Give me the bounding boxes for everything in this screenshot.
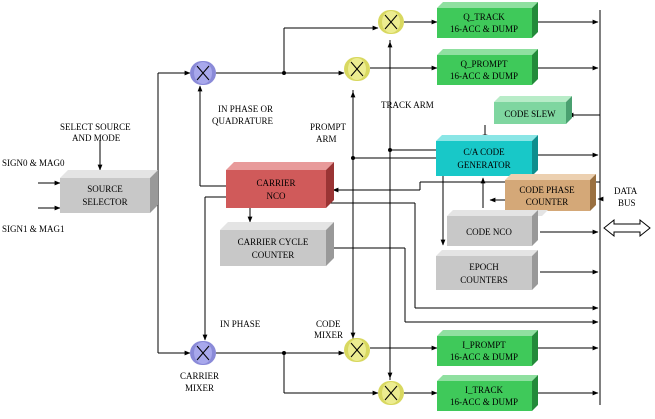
source-selector-block: SOURCE SELECTOR bbox=[60, 170, 158, 213]
carrier-nco-block: CARRIER NCO bbox=[226, 162, 334, 208]
sign1-label: SIGN1 & MAG1 bbox=[2, 224, 65, 234]
q-track-code-mixer bbox=[378, 10, 404, 34]
q-track-line2: 16-ACC & DUMP bbox=[450, 24, 518, 34]
in-phase-label: IN PHASE bbox=[220, 319, 261, 329]
wires bbox=[38, 10, 604, 405]
source-selector-line1: SOURCE bbox=[87, 184, 123, 194]
epoch-counters-line2: COUNTERS bbox=[460, 275, 508, 285]
code-nco-label: CODE NCO bbox=[466, 227, 512, 237]
i-prompt-line2: 16-ACC & DUMP bbox=[450, 352, 518, 362]
select-source-line2: AND MODE bbox=[72, 133, 121, 143]
code-mixer-line2: MIXER bbox=[314, 330, 343, 340]
ca-code-generator-line1: C/A CODE bbox=[463, 147, 505, 157]
i-track-line2: 16-ACC & DUMP bbox=[450, 397, 518, 407]
q-prompt-code-mixer bbox=[344, 57, 370, 81]
i-track-block: I_TRACK 16-ACC & DUMP bbox=[437, 375, 538, 411]
q-carrier-mixer bbox=[190, 61, 216, 85]
ca-code-generator-line2: GENERATOR bbox=[457, 160, 510, 170]
sign0-label: SIGN0 & MAG0 bbox=[2, 158, 65, 168]
carrier-mixer-line2: MIXER bbox=[185, 383, 214, 393]
code-slew-block: CODE SLEW bbox=[494, 96, 572, 124]
select-source-line1: SELECT SOURCE bbox=[60, 122, 131, 132]
q-track-block: Q_TRACK 16-ACC & DUMP bbox=[437, 2, 538, 38]
data-bus-line2: BUS bbox=[618, 198, 636, 208]
i-track-code-mixer bbox=[378, 381, 404, 405]
code-phase-counter-line1: CODE PHASE bbox=[519, 185, 575, 195]
data-bus-arrow bbox=[603, 218, 651, 238]
carrier-cycle-counter-block: CARRIER CYCLE COUNTER bbox=[220, 222, 334, 266]
carrier-cycle-counter-line1: CARRIER CYCLE bbox=[238, 237, 309, 247]
carrier-nco-line1: CARRIER bbox=[256, 178, 295, 188]
prompt-arm-line1: PROMPT bbox=[310, 122, 347, 132]
track-arm-label: TRACK ARM bbox=[381, 100, 434, 110]
i-prompt-line1: I_PROMPT bbox=[462, 340, 506, 350]
q-track-line1: Q_TRACK bbox=[463, 12, 505, 22]
source-selector-line2: SELECTOR bbox=[82, 197, 127, 207]
code-nco-block: CODE NCO bbox=[447, 210, 548, 246]
i-track-line1: I_TRACK bbox=[465, 385, 504, 395]
carrier-mixer-line1: CARRIER bbox=[180, 371, 219, 381]
epoch-counters-line1: EPOCH bbox=[469, 262, 499, 272]
carrier-cycle-counter-line2: COUNTER bbox=[252, 250, 295, 260]
q-prompt-line2: 16-ACC & DUMP bbox=[450, 71, 518, 81]
i-prompt-block: I_PROMPT 16-ACC & DUMP bbox=[437, 330, 538, 366]
prompt-arm-line2: ARM bbox=[316, 134, 337, 144]
code-slew-label: CODE SLEW bbox=[504, 109, 556, 119]
i-prompt-code-mixer bbox=[344, 338, 370, 362]
i-carrier-mixer bbox=[190, 341, 216, 365]
in-phase-or-quadrature-line1: IN PHASE OR bbox=[218, 104, 273, 114]
code-mixer-line1: CODE bbox=[316, 319, 341, 329]
code-phase-counter-block: CODE PHASE COUNTER bbox=[505, 174, 596, 211]
data-bus-line1: DATA bbox=[614, 186, 638, 196]
carrier-nco-line2: NCO bbox=[266, 191, 286, 201]
q-prompt-line1: Q_PROMPT bbox=[460, 59, 508, 69]
in-phase-or-quadrature-line2: QUADRATURE bbox=[212, 116, 274, 126]
code-phase-counter-line2: COUNTER bbox=[526, 197, 569, 207]
epoch-counters-block: EPOCH COUNTERS bbox=[436, 250, 538, 290]
ca-code-generator-block: C/A CODE GENERATOR bbox=[436, 135, 538, 176]
q-prompt-block: Q_PROMPT 16-ACC & DUMP bbox=[437, 49, 538, 85]
